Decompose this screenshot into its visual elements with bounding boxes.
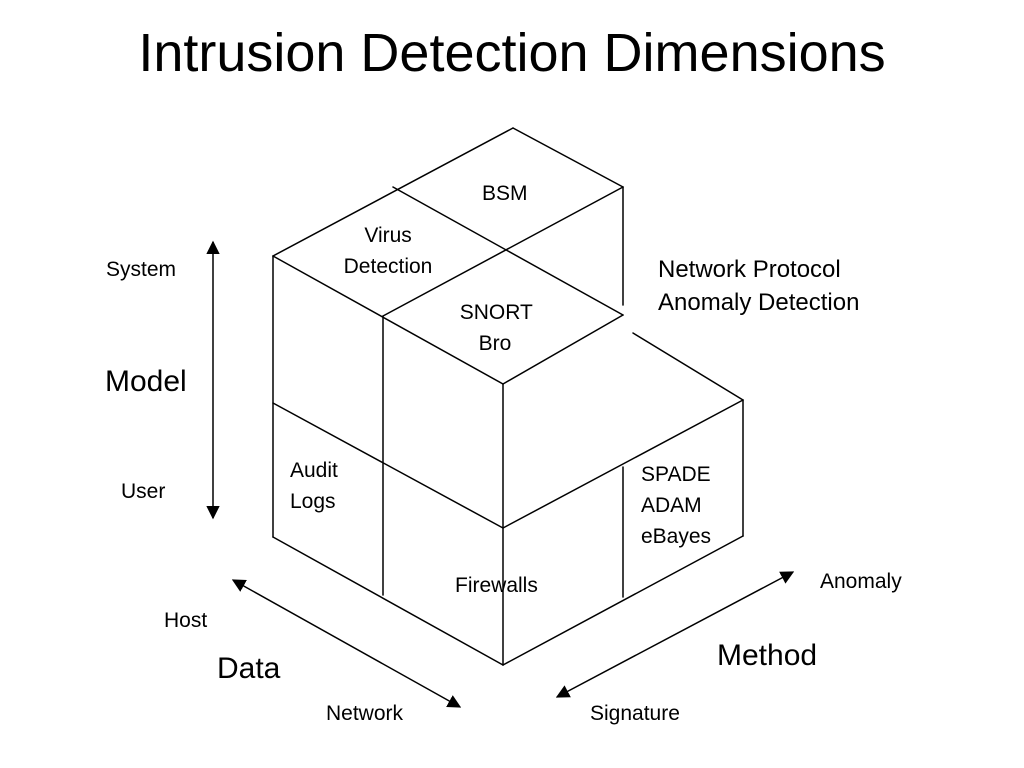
model-axis-label: Model [105, 365, 187, 398]
cell-audit-logs-line: Logs [290, 490, 336, 513]
cell-spade-line: ADAM [641, 494, 702, 517]
cell-network-protocol-line: Anomaly Detection [658, 289, 859, 316]
cube-edge [272, 255, 504, 385]
cell-audit-logs-line: Audit [290, 459, 338, 482]
cube-edge [272, 402, 504, 529]
cube-lines [272, 127, 744, 666]
model-axis-bottom-label: User [121, 480, 165, 503]
cell-spade-line: eBayes [641, 525, 711, 548]
cell-bsm: BSM [482, 182, 528, 205]
cube-edge [502, 314, 624, 385]
cell-snort-bro-line: Bro [479, 332, 512, 355]
axis-arrows [206, 240, 795, 708]
cell-network-protocol-anomaly-detection: Network Protocol Anomaly Detection [658, 256, 859, 316]
cell-virus-detection: Virus Detection [344, 224, 433, 278]
method-axis-label: Method [717, 639, 817, 672]
cell-snort-bro: SNORT Bro [460, 301, 539, 355]
data-axis-top-label: Host [164, 609, 207, 632]
data-axis-arrow [231, 579, 462, 708]
model-axis-top-label: System [106, 258, 176, 281]
cube-edge [392, 186, 624, 316]
cell-firewalls: Firewalls [455, 574, 538, 597]
slide-title: Intrusion Detection Dimensions [138, 23, 886, 83]
cube-edge [632, 332, 744, 401]
cube-edge [272, 127, 514, 257]
data-axis-label: Data [217, 652, 281, 685]
cube-edge [272, 536, 504, 666]
cell-spade-adam-ebayes: SPADE ADAM eBayes [641, 463, 716, 548]
method-axis-bottom-label: Signature [590, 702, 680, 725]
cube-edge [512, 127, 624, 188]
cell-virus-detection-line: Virus [364, 224, 411, 247]
cell-audit-logs: Audit Logs [290, 459, 344, 513]
cell-virus-detection-line: Detection [344, 255, 433, 278]
data-axis-bottom-label: Network [326, 702, 404, 725]
cube-edge [382, 186, 624, 317]
method-axis-arrow [555, 571, 795, 698]
cell-spade-line: SPADE [641, 463, 711, 486]
method-axis-top-label: Anomaly [820, 570, 902, 593]
cell-snort-bro-line: SNORT [460, 301, 533, 324]
cube-edge [502, 399, 744, 529]
cell-network-protocol-line: Network Protocol [658, 256, 841, 283]
